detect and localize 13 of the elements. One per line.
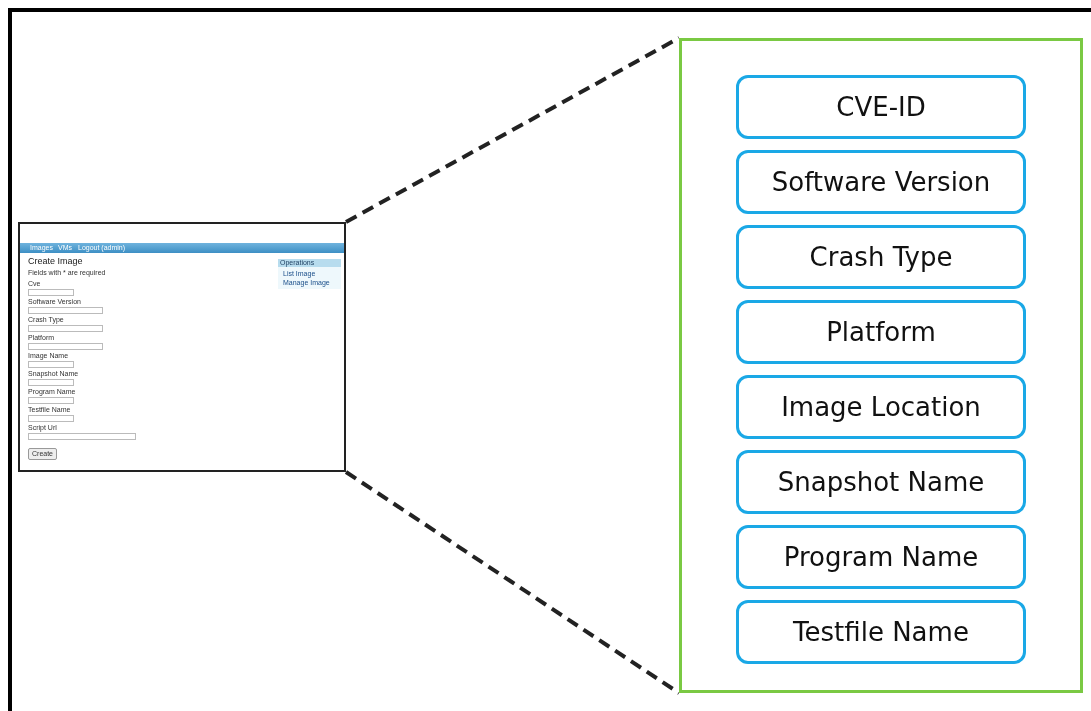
field-name-box: Crash Type [736,225,1026,289]
zoom-panel [679,38,1083,693]
field-name-box: CVE-ID [736,75,1026,139]
field-name-box: Software Version [736,150,1026,214]
zoom-line [345,36,680,224]
screenshot-frame [18,222,346,472]
page-heading: Create Image [28,256,83,267]
field-name-box: Testfile Name [736,600,1026,664]
field-name-box: Program Name [736,525,1026,589]
field-name-box: Snapshot Name [736,450,1026,514]
field-name-box: Platform [736,300,1026,364]
zoom-line [344,470,681,695]
field-name-box: Image Location [736,375,1026,439]
